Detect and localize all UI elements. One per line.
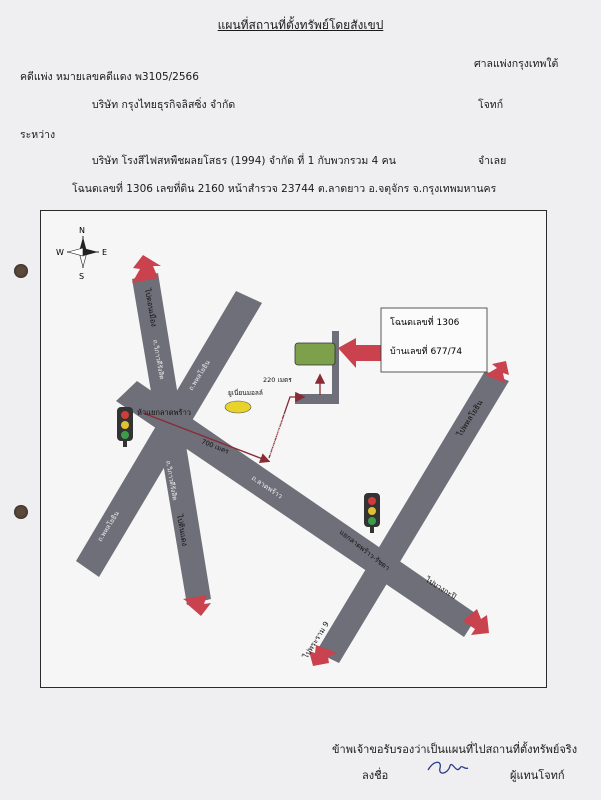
traffic-light-icon-1 [117, 407, 133, 447]
arrow-to-phahon [485, 361, 509, 383]
route-line-700m [142, 412, 271, 464]
map-canvas: N S E W โฉนดเลขที่ 1306 บ้านเลขที่ 677/7… [56, 226, 509, 666]
label-union-mall: ยูเนี่ยนมอลล์ [228, 388, 263, 397]
plaintiff-name: บริษัท กรุงไทยธุรกิจลิสซิ่ง จำกัด [92, 99, 236, 111]
property-deed-label: โฉนดเลขที่ 1306 [390, 315, 460, 328]
property-plot [294, 342, 336, 366]
compass-w: W [56, 248, 64, 257]
property-house-number: บ้านเลขที่ 677/74 [390, 344, 462, 357]
label-junction-lat-phrao: ห้าแยกลาดพร้าว [137, 408, 191, 417]
road-soi [295, 331, 339, 404]
arrow-to-bang-kapi [463, 609, 489, 635]
arrow-to-phra-ram-9 [309, 645, 337, 666]
binder-hole-bottom [14, 505, 28, 519]
union-mall-marker [224, 400, 252, 414]
certify-statement: ข้าพเจ้าขอรับรองว่าเป็นแผนที่ไปสถานที่ตั… [332, 743, 578, 756]
arrow-to-don-mueang [132, 255, 161, 283]
arrow-to-din-daeng [183, 595, 211, 616]
page-title: แผนที่สถานที่ตั้งทรัพย์โดยสังเขป [217, 18, 384, 32]
location-map: N S E W โฉนดเลขที่ 1306 บ้านเลขที่ 677/7… [40, 210, 547, 688]
compass-e: E [102, 248, 107, 257]
signature-scribble [427, 761, 469, 774]
route-line-soi [268, 391, 306, 459]
sign-label: ลงชื่อ [362, 769, 389, 782]
case-number: คดีแพ่ง หมายเลขคดีแดง พ3105/2566 [20, 71, 199, 83]
compass-n: N [79, 226, 85, 235]
binder-hole-top [14, 264, 28, 278]
compass-s: S [79, 272, 84, 281]
plaintiff-role: โจทก์ [478, 99, 504, 111]
compass-icon [66, 236, 99, 269]
signer-role: ผู้แทนโจทก์ [510, 769, 565, 782]
label-soi-lat-phrao: ซอยลาดพร้าว 1 [266, 411, 289, 456]
between-label: ระหว่าง [20, 129, 56, 141]
label-220m: 220 เมตร [263, 376, 292, 384]
arrow-to-property [338, 338, 381, 368]
defendant-name: บริษัท โรงสีไฟสหพืชผลยโสธร (1994) จำกัด … [92, 155, 396, 167]
deed-details: โฉนดเลขที่ 1306 เลขที่ดิน 2160 หน้าสำรวจ… [72, 183, 497, 195]
road-ratchada [316, 371, 509, 663]
defendant-role: จำเลย [478, 155, 507, 167]
traffic-light-icon-2 [364, 493, 380, 533]
property-info-box [380, 307, 488, 373]
court-name: ศาลแพ่งกรุงเทพใต้ [474, 58, 559, 70]
